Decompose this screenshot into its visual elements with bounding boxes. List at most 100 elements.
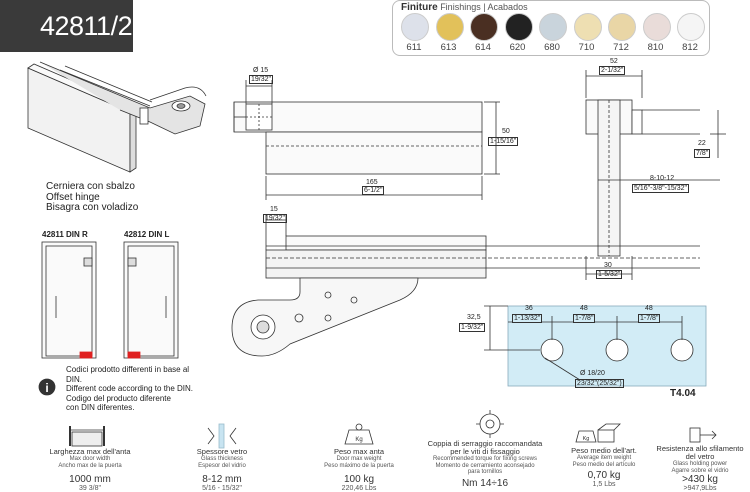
spec-door-weight-value: 100 kg xyxy=(343,474,375,485)
finish-swatch-812 xyxy=(677,13,705,41)
finishes-title: Finiture Finishings | Acabados xyxy=(401,2,528,13)
spec-item-weight-value-in: 1,5 Lbs xyxy=(592,481,616,488)
finish-swatch-label-611: 611 xyxy=(406,42,422,53)
dim-30-in: 1-5/32" xyxy=(596,270,623,279)
finish-swatch-710 xyxy=(573,13,602,41)
spec-torque-it-2: per le viti di fissaggio xyxy=(450,447,520,456)
spec-glass-holding-it-2: del vetro xyxy=(685,452,715,461)
door-width-icon xyxy=(69,426,105,447)
weight-icon xyxy=(344,423,374,445)
glass-cutout-code: T4.04 xyxy=(670,388,696,399)
finish-swatch-label-812: 812 xyxy=(682,42,698,53)
spec-door-width-es: Ancho max de la puerta xyxy=(58,462,122,469)
spec-glass-holding-it: Resistenza allo sfilamento xyxy=(656,444,744,453)
spec-door-width: Larghezza max dell'anta Max door width A… xyxy=(40,448,140,492)
finishes-title-main: Finiture xyxy=(401,2,438,13)
spec-item-weight-it: Peso medio dell'art. xyxy=(571,446,637,455)
hinge-name-es: Bisagra con voladizo xyxy=(46,202,139,213)
spec-torque-it: Coppia di serraggio raccomandata xyxy=(427,439,543,448)
finish-swatch-label-613: 613 xyxy=(440,42,457,53)
hinge-perspective-drawing xyxy=(27,61,207,173)
spec-glass-holding-en: Glass holding power xyxy=(672,461,728,467)
spec-door-weight-es: Peso máximo de la puerta xyxy=(324,462,394,469)
hinge-name: Cerniera con sbalzo Offset hinge Bisagra… xyxy=(46,181,139,214)
side-view-drawing xyxy=(585,70,726,280)
dim-48a-in: 1-7/8" xyxy=(573,314,596,323)
info-note-line-2: DIN. xyxy=(66,374,82,384)
product-code-text: 42811/2 xyxy=(40,10,133,41)
spec-door-width-value: 1000 mm xyxy=(69,474,111,485)
finish-swatch-614 xyxy=(470,13,498,41)
spec-door-width-it: Larghezza max dell'anta xyxy=(49,447,131,456)
spec-glass-holding-value: >430 kg xyxy=(682,474,718,485)
din-right-door-drawing xyxy=(41,241,97,359)
dim-22-in: 7/8" xyxy=(694,149,711,158)
spec-item-weight-value: 0,70 kg xyxy=(587,470,621,481)
dim-48a-mm: 48 xyxy=(580,305,588,312)
spec-glass-thickness: Spessore vetro Glass thickness Espesor d… xyxy=(182,448,262,492)
spec-torque-es: Momento de cerramiento aconsejado xyxy=(435,462,535,469)
spec-glass-holding: Resistenza allo sfilamento del vetro Gla… xyxy=(652,445,748,492)
spec-door-weight-value-in: 220,46 Lbs xyxy=(341,485,377,492)
glass-holding-icon xyxy=(689,427,717,443)
finish-swatch-680 xyxy=(539,13,567,41)
info-note-line-4: Codigo del producto diferente xyxy=(66,393,171,403)
finish-swatch-620 xyxy=(504,13,533,41)
spec-door-weight-en: Door max weight xyxy=(336,456,382,462)
finish-swatch-611 xyxy=(401,13,429,41)
finish-swatch-label-710: 710 xyxy=(578,42,595,53)
din-info-note: Codici prodotto differenti in base al DI… xyxy=(66,365,193,413)
dim-165-in: 6-1/2" xyxy=(362,186,385,195)
dim-22-mm: 22 xyxy=(698,140,706,147)
spec-glass-thickness-en: Glass thickness xyxy=(200,456,243,462)
dim-52-mm: 52 xyxy=(610,58,618,65)
dim-15b-mm: 15 xyxy=(270,206,278,213)
info-note-line-1: Codici prodotto differenti in base al xyxy=(66,365,190,374)
info-icon xyxy=(38,378,56,396)
din-left-label: 42812 DIN L xyxy=(124,230,170,239)
info-note-line-3: Different code according to the DIN. xyxy=(66,384,194,393)
spec-item-weight-en: Average item weight xyxy=(576,455,632,461)
dim-50-in: 1-15/16" xyxy=(488,137,519,146)
dim-8-10-12-mm: 8-10-12 xyxy=(650,175,675,182)
spec-item-weight: Peso medio dell'art. Average item weight… xyxy=(556,446,652,489)
dim-32-5-mm: 32,5 xyxy=(467,314,481,321)
dim-165-mm: 165 xyxy=(366,179,378,186)
spec-glass-thickness-it: Spessore vetro xyxy=(196,447,248,456)
dim-50-mm: 50 xyxy=(502,128,510,135)
svg-text:i: i xyxy=(45,381,48,395)
dim-15-in: 19/32" xyxy=(249,75,274,84)
spec-glass-holding-es: Agarre sobre el vidrio xyxy=(671,467,729,474)
dim-30-mm: 30 xyxy=(604,262,612,269)
spec-door-weight: Peso max anta Door max weight Peso máxim… xyxy=(311,448,407,492)
finish-swatch-label-614: 614 xyxy=(475,42,491,53)
info-note-line-5: con DIN diferentes. xyxy=(66,403,135,412)
spec-torque-es-2: para tornillos xyxy=(467,469,503,475)
dim-8-10-12-in: 5/16"-3/8"-15/32" xyxy=(632,184,689,193)
finish-swatch-810 xyxy=(642,13,671,41)
dim-hole-mm: Ø 18/20 xyxy=(580,370,605,377)
item-weight-icon xyxy=(575,423,621,443)
dim-15-mm: Ø 15 xyxy=(253,67,269,74)
dim-48b-in: 1-7/8" xyxy=(638,314,661,323)
finish-swatch-label-810: 810 xyxy=(647,42,664,53)
spec-icons xyxy=(69,410,717,449)
spec-glass-thickness-value: 8-12 mm xyxy=(202,474,242,485)
finish-swatch-712 xyxy=(608,13,636,41)
hinge-name-it: Cerniera con sbalzo xyxy=(46,181,135,192)
dim-hole-in: 23/32"(25/32") xyxy=(575,379,624,388)
spec-torque-value: Nm 14÷16 xyxy=(461,477,509,489)
spec-item-weight-es: Peso medio del artículo xyxy=(572,461,636,468)
front-view-drawing xyxy=(231,214,700,357)
dim-32-5-in: 1-9/32" xyxy=(459,323,486,332)
spec-glass-thickness-es: Espesor del vidrio xyxy=(198,462,246,469)
finish-swatch-613 xyxy=(435,13,464,41)
dim-15b-in: 19/32" xyxy=(263,214,288,223)
finishes-title-rest: Finishings | Acabados xyxy=(440,2,528,12)
dim-48b-mm: 48 xyxy=(645,305,653,312)
finish-swatch-label-712: 712 xyxy=(613,42,629,53)
spec-torque: Coppia di serraggio raccomandata per le … xyxy=(414,440,556,489)
finishes-panel: Finiture Finishings | Acabados 611 613 614… xyxy=(392,0,710,56)
glass-thickness-icon xyxy=(207,423,237,449)
torque-icon xyxy=(476,410,504,438)
